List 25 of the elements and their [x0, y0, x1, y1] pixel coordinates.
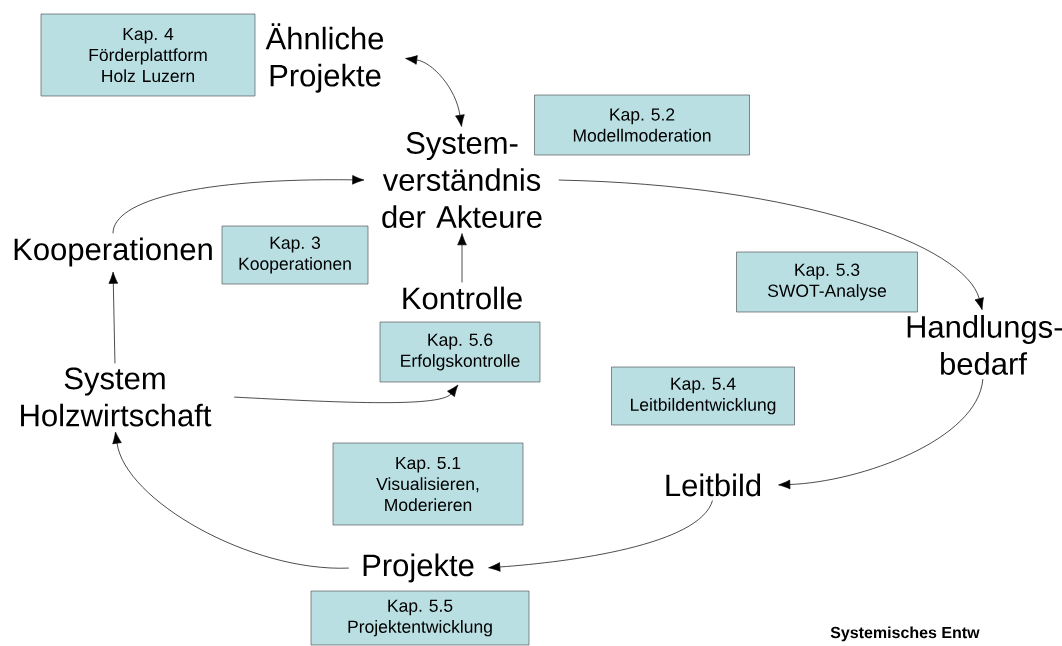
stage-label: Leitbild [666, 473, 761, 497]
arrow [233, 384, 459, 403]
chapter-box: Kap. 5.6 Erfolgskontrolle [379, 321, 541, 383]
chapter-box: Kap. 5.1 Visualisieren, Moderieren [332, 442, 524, 526]
arrow [108, 271, 119, 364]
stage-label: Projekte [363, 553, 474, 583]
arrow [405, 55, 465, 127]
arrow [112, 431, 350, 569]
chapter-box: Kap. 5.2 Modellmoderation [534, 94, 750, 156]
arrow [558, 179, 984, 310]
arrow [457, 233, 467, 283]
chapter-box: Kap. 5.4 Leitbildentwicklung [611, 366, 795, 426]
chapter-box: Kap. 5.3 SWOT-Analyse [736, 251, 918, 313]
arrow [488, 500, 713, 572]
stage-label: Kontrolle [403, 286, 522, 310]
stage-label: Handlungs- bedarf [907, 315, 1062, 375]
caption-text: Systemisches Entw [830, 626, 980, 642]
chapter-box: Kap. 3 Kooperationen [221, 225, 369, 285]
chapter-box: Kap. 5.5 Projektentwicklung [310, 590, 530, 646]
arrow [778, 378, 984, 490]
stage-label: Ähnliche Projekte [265, 23, 384, 93]
stage-label: Kooperationen [14, 237, 212, 267]
stage-label: System Holzwirtschaft [21, 367, 212, 427]
chapter-box: Kap. 4 Förderplattform Holz Luzern [40, 13, 256, 97]
arrow [112, 175, 365, 234]
